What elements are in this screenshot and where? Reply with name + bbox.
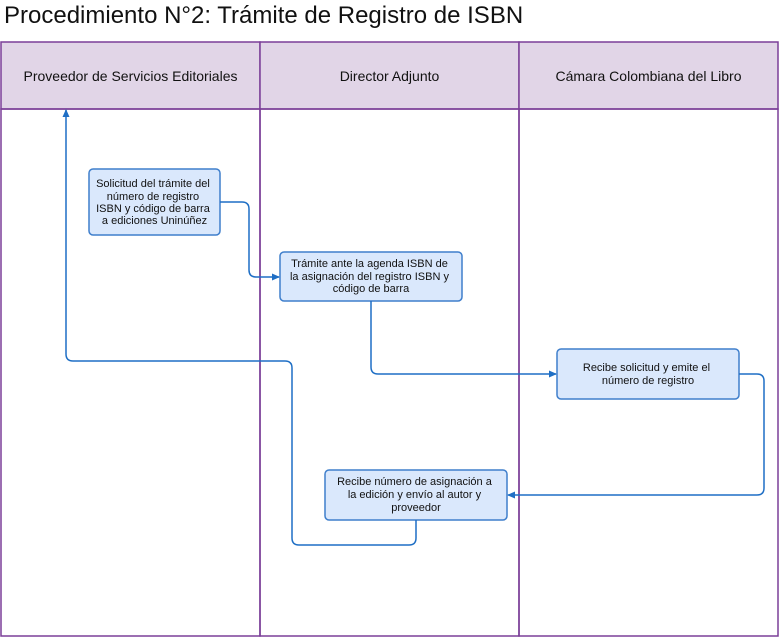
step-text-line: la asignación del registro ISBN y [290,271,449,283]
connector-tramite-to-camara [370,301,557,378]
lane-header-bg-director [259,41,520,110]
step-text-line: número de registro [602,375,694,387]
connector-camara-to-recibe [507,373,765,499]
step-text-line: Solicitud del trámite del [96,178,210,190]
step-text-line: a ediciones Uninúñez [102,215,207,227]
step-text-line: número de registro [107,191,199,203]
step-text-line: Trámite ante la agenda ISBN de [291,258,448,270]
lane-body-camara [518,108,779,637]
step-text-line: proveedor [391,502,441,514]
lane-body-director [259,108,520,637]
step-text-line: Recibe solicitud y emite el [583,362,710,374]
lane-header-bg-proveedor [0,41,261,110]
step-text-line: la edición y envío al autor y [348,489,482,501]
lane-header-bg-camara [518,41,779,110]
step-text-line: Recibe número de asignación a [337,476,493,488]
step-text-line: código de barra [333,283,410,295]
step-box-recibe-solicitud [556,348,740,400]
connector-recibe-to-proveedor [62,109,417,546]
step-text-tramite: Trámite ante la agenda ISBN de la asigna… [290,258,452,295]
step-text-recibe-numero: Recibe número de asignación a la edición… [337,476,495,514]
lane-header-camara: Cámara Colombiana del Libro [556,68,742,84]
step-text-line: ISBN y código de barra [96,203,211,215]
lane-header-director: Director Adjunto [340,68,440,84]
step-text-recibe-solicitud: Recibe solicitud y emite el número de re… [583,362,713,387]
lane-header-proveedor: Proveedor de Servicios Editoriales [24,68,238,84]
step-text-solicitud: Solicitud del trámite del número de regi… [96,178,213,227]
connector-solicitud-to-tramite [220,201,280,281]
diagram-title: Procedimiento N°2: Trámite de Registro d… [4,2,524,29]
